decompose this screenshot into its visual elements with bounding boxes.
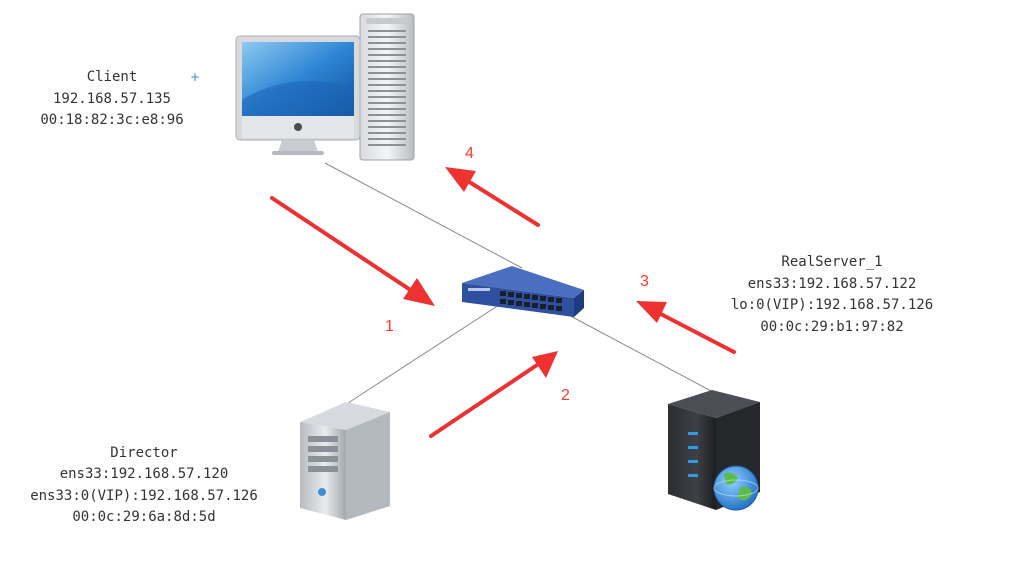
desktop-computer-icon [235,13,415,161]
director-label: Director ens33:192.168.57.120 ens33:0(VI… [30,445,258,525]
link-director-switch [344,302,503,406]
client-name: Client [87,69,138,85]
realserver-name: RealServer_1 [781,254,882,270]
realserver-label: RealServer_1 ens33:192.168.57.122 lo:0(V… [731,254,933,335]
director-vip: ens33:0(VIP):192.168.57.126 [30,488,258,504]
step-label-2: 2 [561,387,570,404]
client-mac: 00:18:82:3c:e8:96 [40,112,183,128]
arrow-step-2 [429,351,558,438]
step-label-4: 4 [465,145,474,162]
realserver-ens33: ens33:192.168.57.122 [748,276,917,292]
director-mac: 00:0c:29:6a:8d:5d [72,509,215,525]
step-label-3: 3 [640,273,649,290]
realserver-vip: lo:0(VIP):192.168.57.126 [731,297,933,313]
director-name: Director [110,445,177,461]
realserver-mac: 00:0c:29:b1:97:82 [760,319,903,335]
arrow-step-4 [445,167,540,227]
plus-marker: + [190,70,200,84]
web-server-icon [668,390,760,511]
link-realserver-switch [564,312,714,393]
client-ip: 192.168.57.135 [53,91,171,107]
server-tower-icon [300,402,390,520]
link-client-switch [324,162,523,269]
arrow-step-1 [270,196,435,306]
flow-arrows [270,167,736,438]
link-lines [324,162,714,406]
arrow-step-3 [636,301,736,354]
director-ens33: ens33:192.168.57.120 [60,466,229,482]
step-label-1: 1 [385,318,394,335]
client-label: Client 192.168.57.135 00:18:82:3c:e8:96 [40,69,183,128]
network-switch-icon [462,266,584,317]
